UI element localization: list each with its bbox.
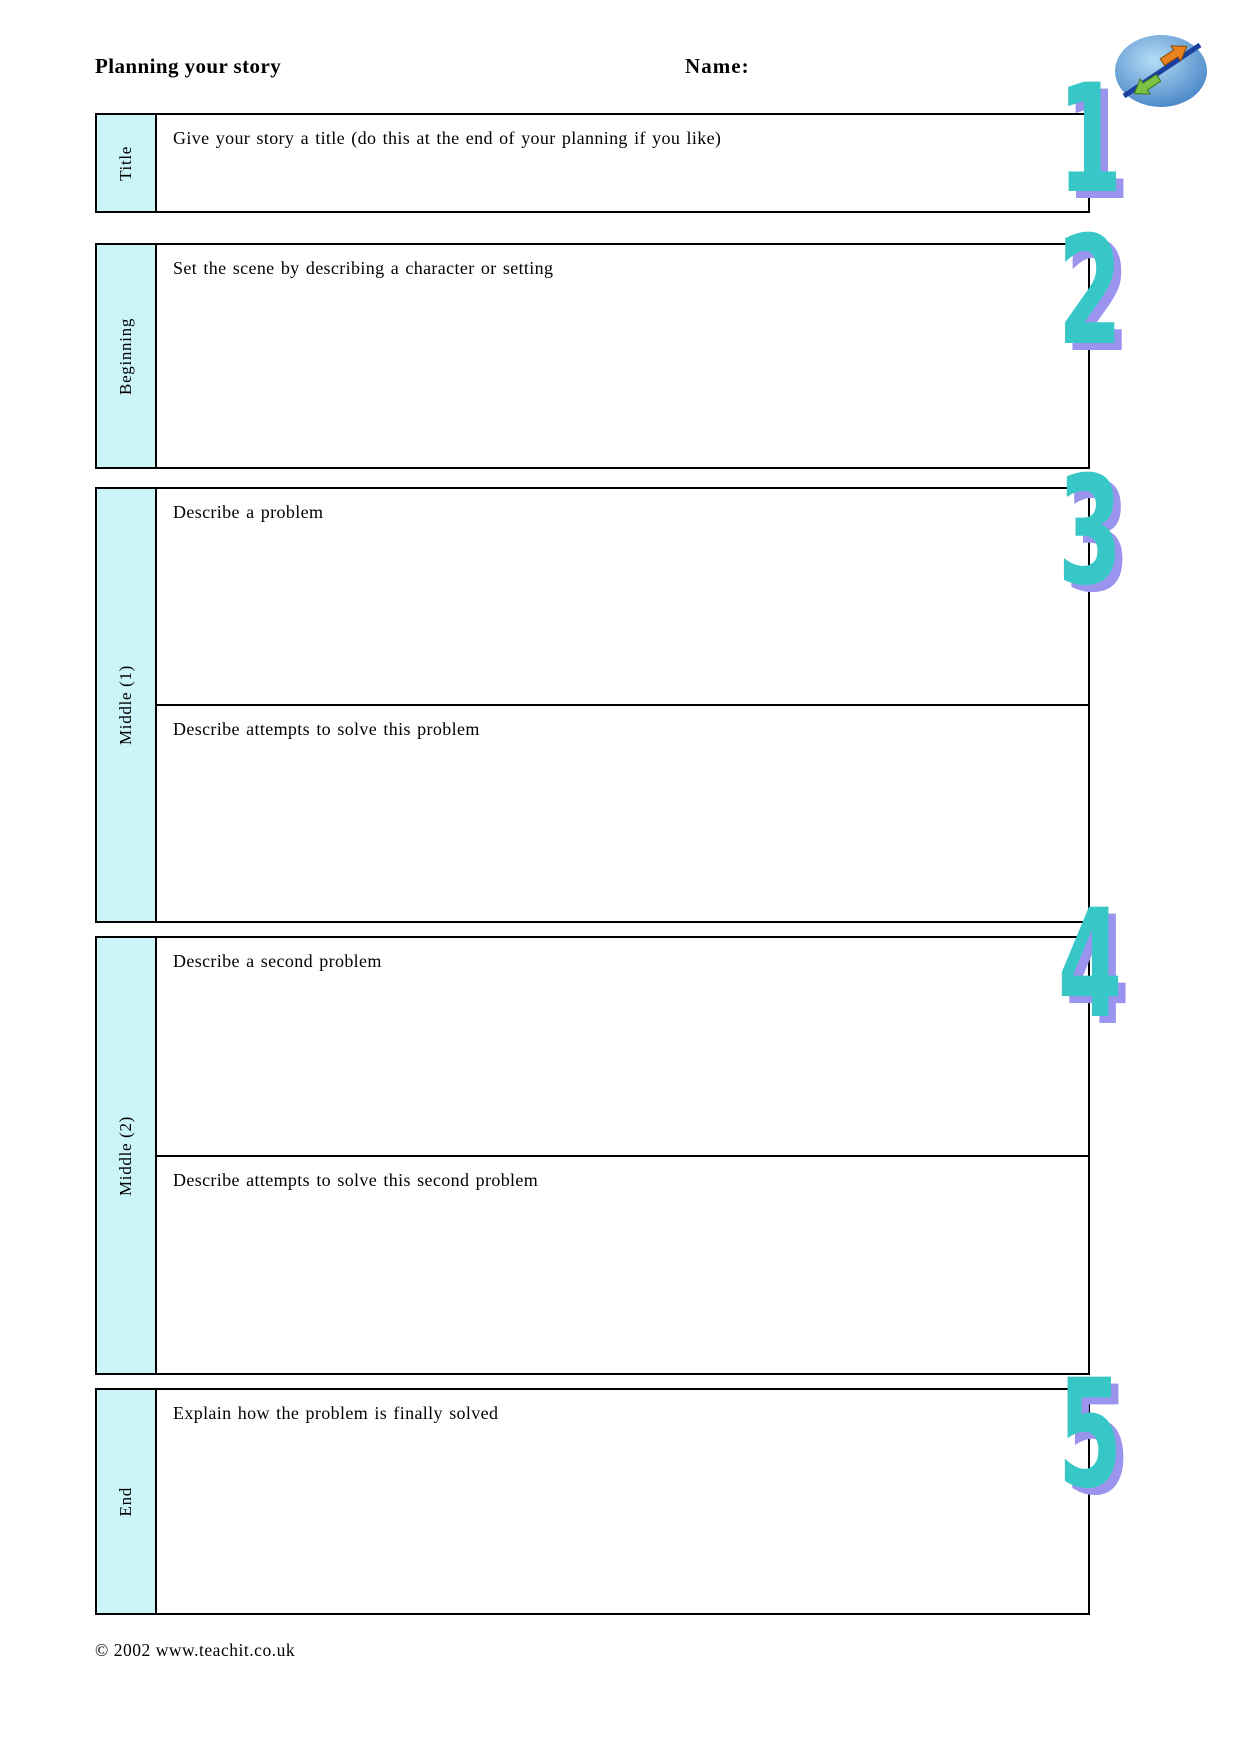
section-beginning: Beginning Set the scene by describing a … xyxy=(95,217,1122,469)
section-middle-2-content: Describe a second problem Describe attem… xyxy=(157,938,1088,1373)
section-end: End Explain how the problem is finally s… xyxy=(95,1360,1122,1615)
planning-table: Title Give your story a title (do this a… xyxy=(95,65,1122,1615)
prompt-text: Explain how the problem is finally solve… xyxy=(173,1403,499,1423)
copyright-text: © 2002 www.teachit.co.uk xyxy=(95,1640,296,1660)
prompt-text: Describe a problem xyxy=(173,502,324,522)
answer-area-problem-1[interactable]: Describe a problem xyxy=(157,489,1088,704)
section-beginning-label-cell: Beginning xyxy=(97,245,157,467)
name-label: Name: xyxy=(685,54,750,78)
answer-area-title[interactable]: Give your story a title (do this at the … xyxy=(157,115,1088,211)
answer-area-beginning[interactable]: Set the scene by describing a character … xyxy=(157,245,1088,467)
section-label: Middle (2) xyxy=(116,1115,135,1196)
section-end-content: Explain how the problem is finally solve… xyxy=(157,1390,1088,1613)
teachit-globe-logo-icon xyxy=(1115,35,1207,107)
prompt-text: Set the scene by describing a character … xyxy=(173,258,554,278)
section-middle-1: Middle (1) Describe a problem Describe a… xyxy=(95,457,1122,923)
answer-area-attempts-2[interactable]: Describe attempts to solve this second p… xyxy=(157,1154,1088,1374)
section-label: Beginning xyxy=(116,317,135,395)
section-end-label-cell: End xyxy=(97,1390,157,1613)
prompt-text: Give your story a title (do this at the … xyxy=(173,128,722,148)
answer-area-attempts-1[interactable]: Describe attempts to solve this problem xyxy=(157,704,1088,921)
section-title-label-cell: Title xyxy=(97,115,157,211)
prompt-text: Describe attempts to solve this second p… xyxy=(173,1169,539,1190)
section-label: Title xyxy=(116,145,135,181)
section-middle-1-content: Describe a problem Describe attempts to … xyxy=(157,489,1088,921)
section-middle-2-label-cell: Middle (2) xyxy=(97,938,157,1373)
arrow-up-right-icon xyxy=(1159,45,1188,67)
answer-area-problem-2[interactable]: Describe a second problem xyxy=(157,938,1088,1155)
section-title-content: Give your story a title (do this at the … xyxy=(157,115,1088,211)
section-middle-2: Middle (2) Describe a second problem Des… xyxy=(95,890,1122,1375)
section-beginning-content: Set the scene by describing a character … xyxy=(157,245,1088,467)
section-label: Middle (1) xyxy=(116,665,135,745)
section-title: Title Give your story a title (do this a… xyxy=(95,65,1122,215)
section-label: End xyxy=(116,1486,135,1517)
answer-area-end[interactable]: Explain how the problem is finally solve… xyxy=(157,1390,1088,1613)
section-middle-1-label-cell: Middle (1) xyxy=(97,489,157,921)
prompt-text: Describe a second problem xyxy=(173,951,382,971)
prompt-text: Describe attempts to solve this problem xyxy=(173,719,480,739)
page-title: Planning your story xyxy=(95,54,282,78)
arrow-down-left-icon xyxy=(1133,73,1162,95)
